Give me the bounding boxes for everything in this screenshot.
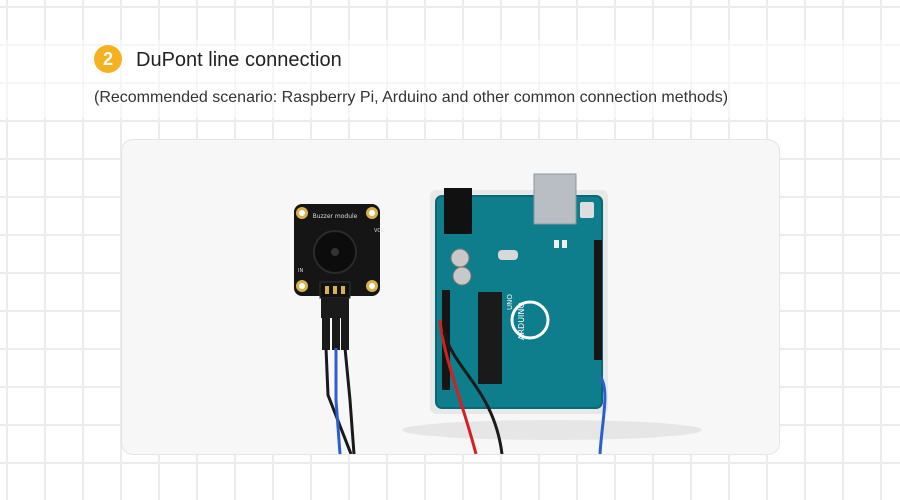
in-pin-label: IN — [298, 268, 303, 274]
arduino-board: ARDUINO UNO — [430, 173, 608, 414]
board-logo-text: ARDUINO — [517, 302, 526, 340]
section-subtitle: (Recommended scenario: Raspberry Pi, Ard… — [94, 89, 729, 106]
usb-port — [533, 173, 577, 225]
buzzer-module: Buzzer module VCC IN — [294, 204, 385, 350]
vcc-pin-label: VCC — [374, 228, 385, 234]
module-label: Buzzer module — [313, 213, 358, 220]
arduino-logo-icon — [510, 300, 550, 340]
section-title: DuPont line connection — [136, 49, 342, 71]
atmega-chip — [478, 292, 502, 384]
digital-header — [594, 240, 602, 360]
board-wires — [438, 319, 607, 454]
board-shadow — [402, 420, 702, 440]
board-model-text: UNO — [506, 294, 514, 310]
module-wires — [324, 347, 356, 454]
connection-photo: Buzzer module VCC IN — [121, 139, 780, 455]
power-jack — [444, 188, 472, 234]
step-number-badge: 2 — [94, 45, 122, 73]
connection-illustration: Buzzer module VCC IN — [294, 173, 702, 454]
reset-button-icon — [580, 202, 594, 218]
header-band — [0, 40, 900, 118]
